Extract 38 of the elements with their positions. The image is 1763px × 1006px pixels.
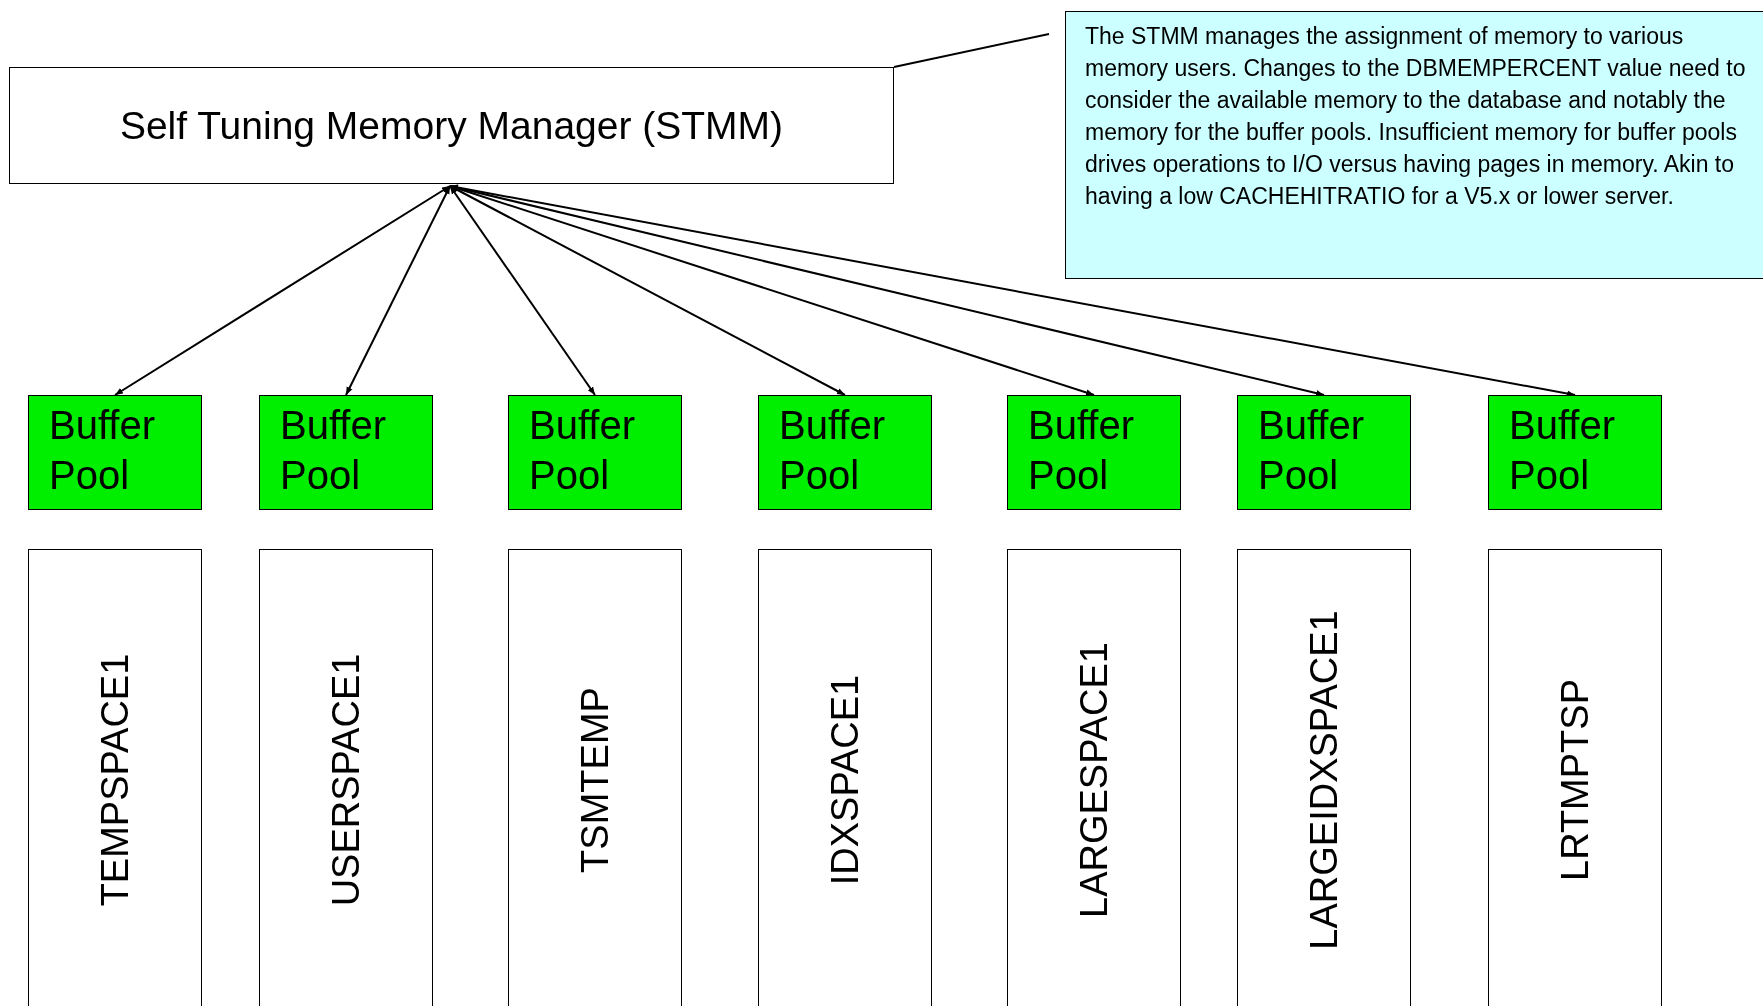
tablespace-label: LRTMPTSP [1553,678,1597,881]
note-text: The STMM manages the assignment of memory to various memory users. Changes to the DBMEMPERCENT value need to consider the available memory to the database and notably the memory for the buffer pools. Insufficient memory for buffer pools drives operations to I/O versus having pages in memory. Akin to having a low CACHEHITRATIO for a V5.x or lower server. [1085,22,1747,211]
double-arrow [449,185,1095,396]
tablespace-column [1237,549,1411,1006]
buffer-pool-label: Buffer Pool [779,402,886,499]
buffer-pool-label: Buffer Pool [1028,402,1135,499]
buffer-pool-label: Buffer Pool [1509,402,1616,499]
double-arrow [449,184,1576,397]
tablespace-column [758,549,932,1006]
buffer-pool-box [508,395,682,510]
tablespace-label: IDXSPACE1 [823,674,867,885]
tablespace-label: USERSPACE1 [324,653,368,906]
tablespace-label: LARGEIDXSPACE1 [1302,609,1346,950]
note-box [1065,11,1763,279]
tablespace-column [28,549,202,1006]
double-arrow [345,185,451,396]
buffer-pool-box [28,395,202,510]
tablespace-label: TEMPSPACE1 [93,653,137,906]
tablespace-column [259,549,433,1006]
buffer-pool-label: Buffer Pool [280,402,387,499]
tablespace-column [1007,549,1181,1006]
buffer-pool-label: Buffer Pool [1258,402,1365,499]
tablespace-label: TSMTEMP [573,686,617,873]
manager-title: Self Tuning Memory Manager (STMM) [119,103,784,148]
buffer-pool-label: Buffer Pool [49,402,156,499]
buffer-pool-box [259,395,433,510]
tablespace-label: LARGESPACE1 [1072,641,1116,918]
tablespace-column [508,549,682,1006]
leader-line [893,33,1050,68]
buffer-pool-label: Buffer Pool [529,402,636,499]
double-arrow [449,185,596,396]
manager-box [9,67,894,184]
buffer-pool-box [1007,395,1181,510]
buffer-pool-box [758,395,932,510]
double-arrow [114,185,451,396]
buffer-pool-box [1488,395,1662,510]
tablespace-column [1488,549,1662,1006]
buffer-pool-box [1237,395,1411,510]
